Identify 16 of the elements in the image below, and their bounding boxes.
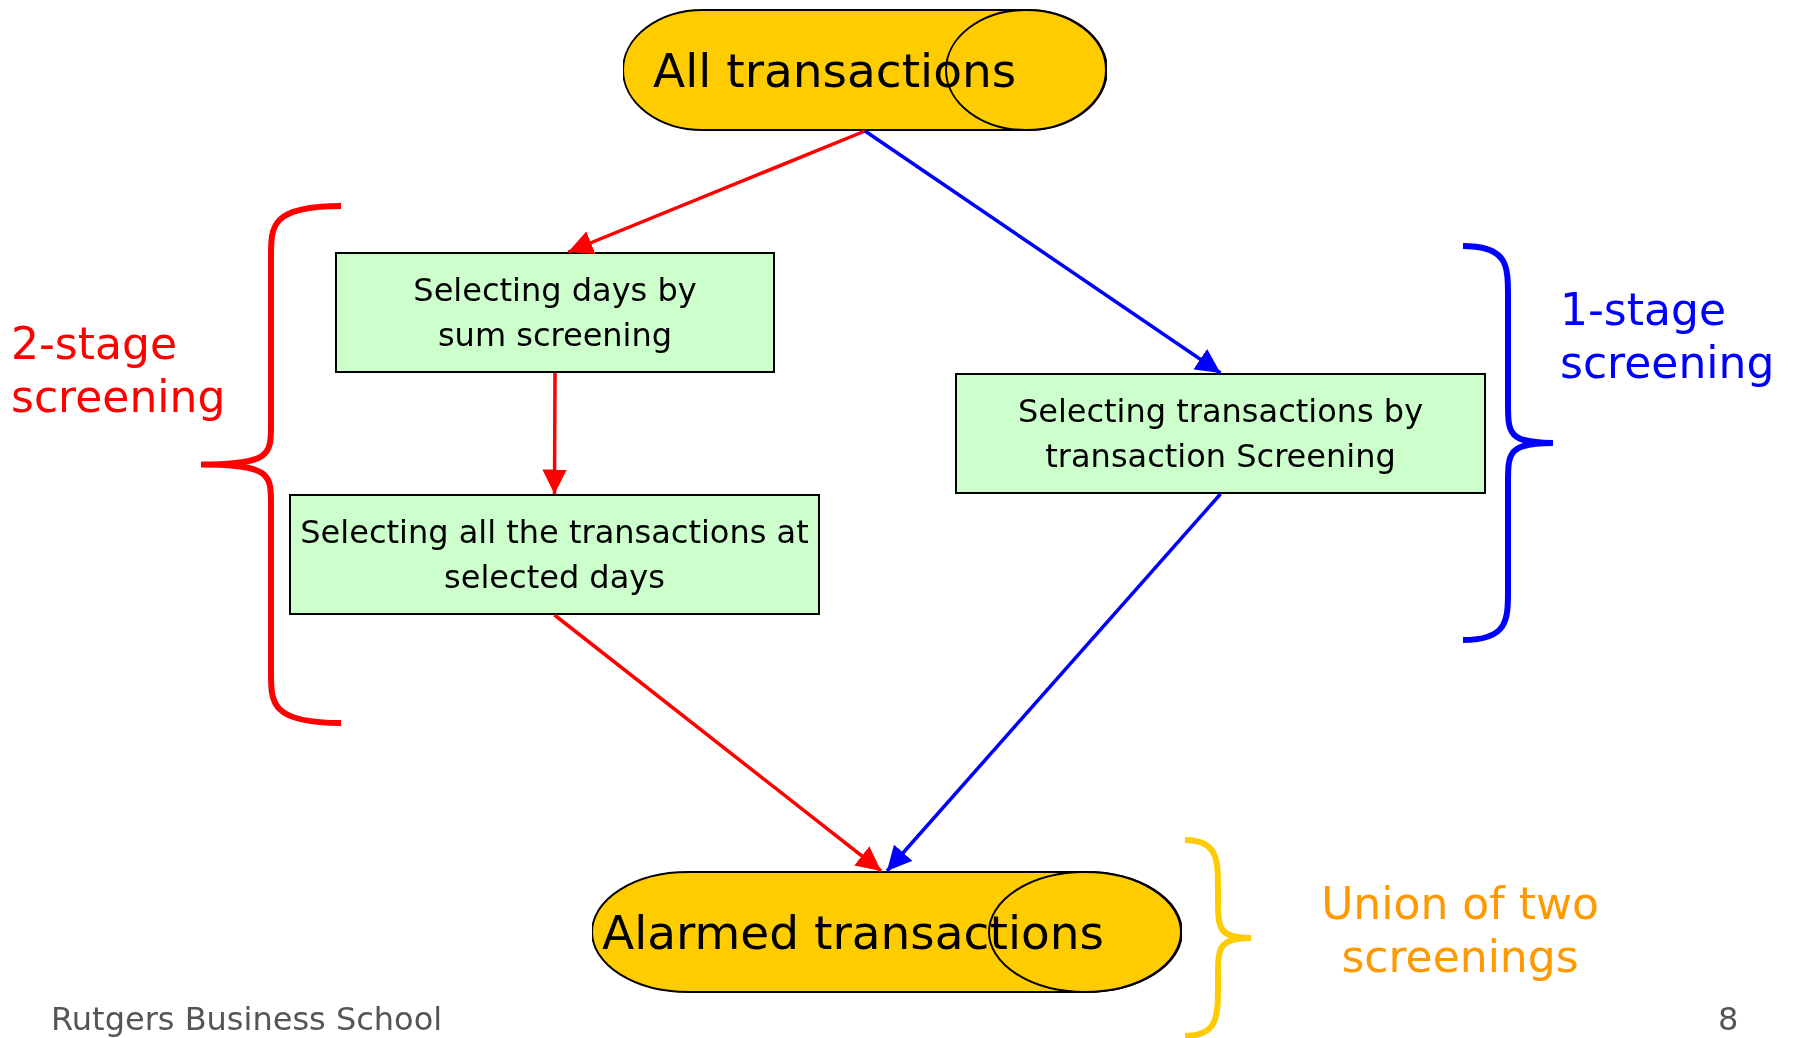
- process-box: [335, 252, 775, 373]
- process-box: [289, 494, 820, 615]
- arrow: [864, 129, 1222, 375]
- node-text: Selecting transactions by transaction Screening: [1016, 390, 1425, 477]
- arrow: [553, 613, 883, 873]
- annotation-text: Union of two screenings: [1320, 878, 1600, 984]
- arrow: [567, 129, 866, 255]
- annotation-text: 1-stage screening: [1560, 284, 1776, 390]
- node-text: Selecting days by sum screening: [412, 269, 698, 356]
- page-number: 8: [1718, 1000, 1740, 1038]
- annotation-text: 2-stage screening: [11, 318, 227, 424]
- arrow: [542, 373, 567, 494]
- process-box: [955, 373, 1486, 494]
- footer-text: Rutgers Business School: [51, 1000, 444, 1038]
- node-text: Selecting all the transactions at selected days: [299, 511, 810, 598]
- arrow: [885, 492, 1222, 873]
